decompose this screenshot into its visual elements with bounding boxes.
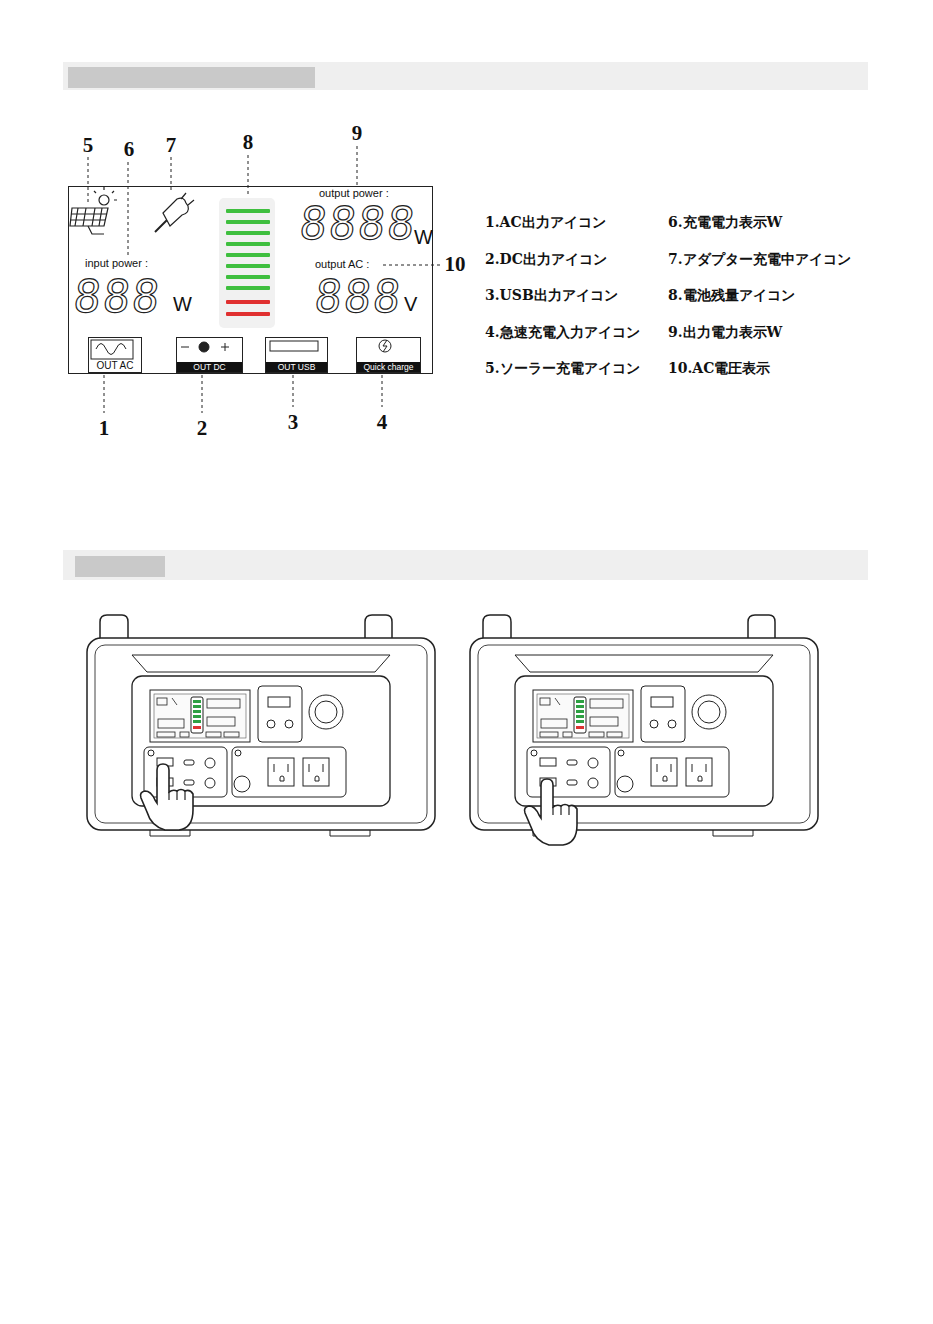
callout-number: 10: [445, 254, 466, 275]
icon-label: OUT DC: [177, 362, 242, 373]
display-label: V: [404, 294, 417, 314]
segment-digits: 888: [313, 274, 405, 319]
icon-box: OUT DC: [176, 337, 243, 373]
segment-digits: 8888: [298, 201, 419, 246]
callout-number: 7: [166, 135, 177, 156]
icon-box: Quick charge: [356, 337, 421, 373]
callout-number: 5: [83, 135, 94, 156]
icon-box: OUT USB: [265, 337, 328, 373]
display-label: W: [414, 227, 433, 247]
callout-number: 4: [377, 412, 388, 433]
legend-item: 6.充電電力表示W: [668, 215, 782, 229]
icon-box: OUT AC: [88, 337, 142, 373]
legend-item: 1.AC出力アイコン: [485, 215, 606, 229]
callout-number: 3: [288, 412, 299, 433]
lcd-display: output power :8888Winput power :888Woutp…: [68, 186, 433, 374]
icon-label: Quick charge: [357, 362, 420, 373]
callout-number: 9: [352, 123, 363, 144]
legend-item: 9.出力電力表示W: [668, 325, 782, 339]
callout-number: 2: [197, 418, 208, 439]
segment-digits: 888: [72, 274, 164, 319]
display-label: input power :: [85, 258, 148, 269]
legend-item: 5.ソーラー充電アイコン: [485, 361, 640, 375]
display-label: output power :: [319, 188, 389, 199]
display-label: output AC :: [315, 259, 369, 270]
callout-number: 8: [243, 132, 254, 153]
legend-item: 3.USB出力アイコン: [485, 288, 618, 302]
legend-item: 2.DC出力アイコン: [485, 252, 607, 266]
icon-label: OUT AC: [89, 360, 141, 372]
icon-label: OUT USB: [266, 362, 327, 373]
legend-item: 10.AC電圧表示: [668, 361, 770, 375]
legend-item: 4.急速充電入力アイコン: [485, 325, 640, 339]
callout-number: 1: [99, 418, 110, 439]
legend-item: 7.アダプター充電中アイコン: [668, 252, 851, 266]
callout-number: 6: [124, 139, 135, 160]
display-label: W: [173, 294, 192, 314]
legend-item: 8.電池残量アイコン: [668, 288, 795, 302]
